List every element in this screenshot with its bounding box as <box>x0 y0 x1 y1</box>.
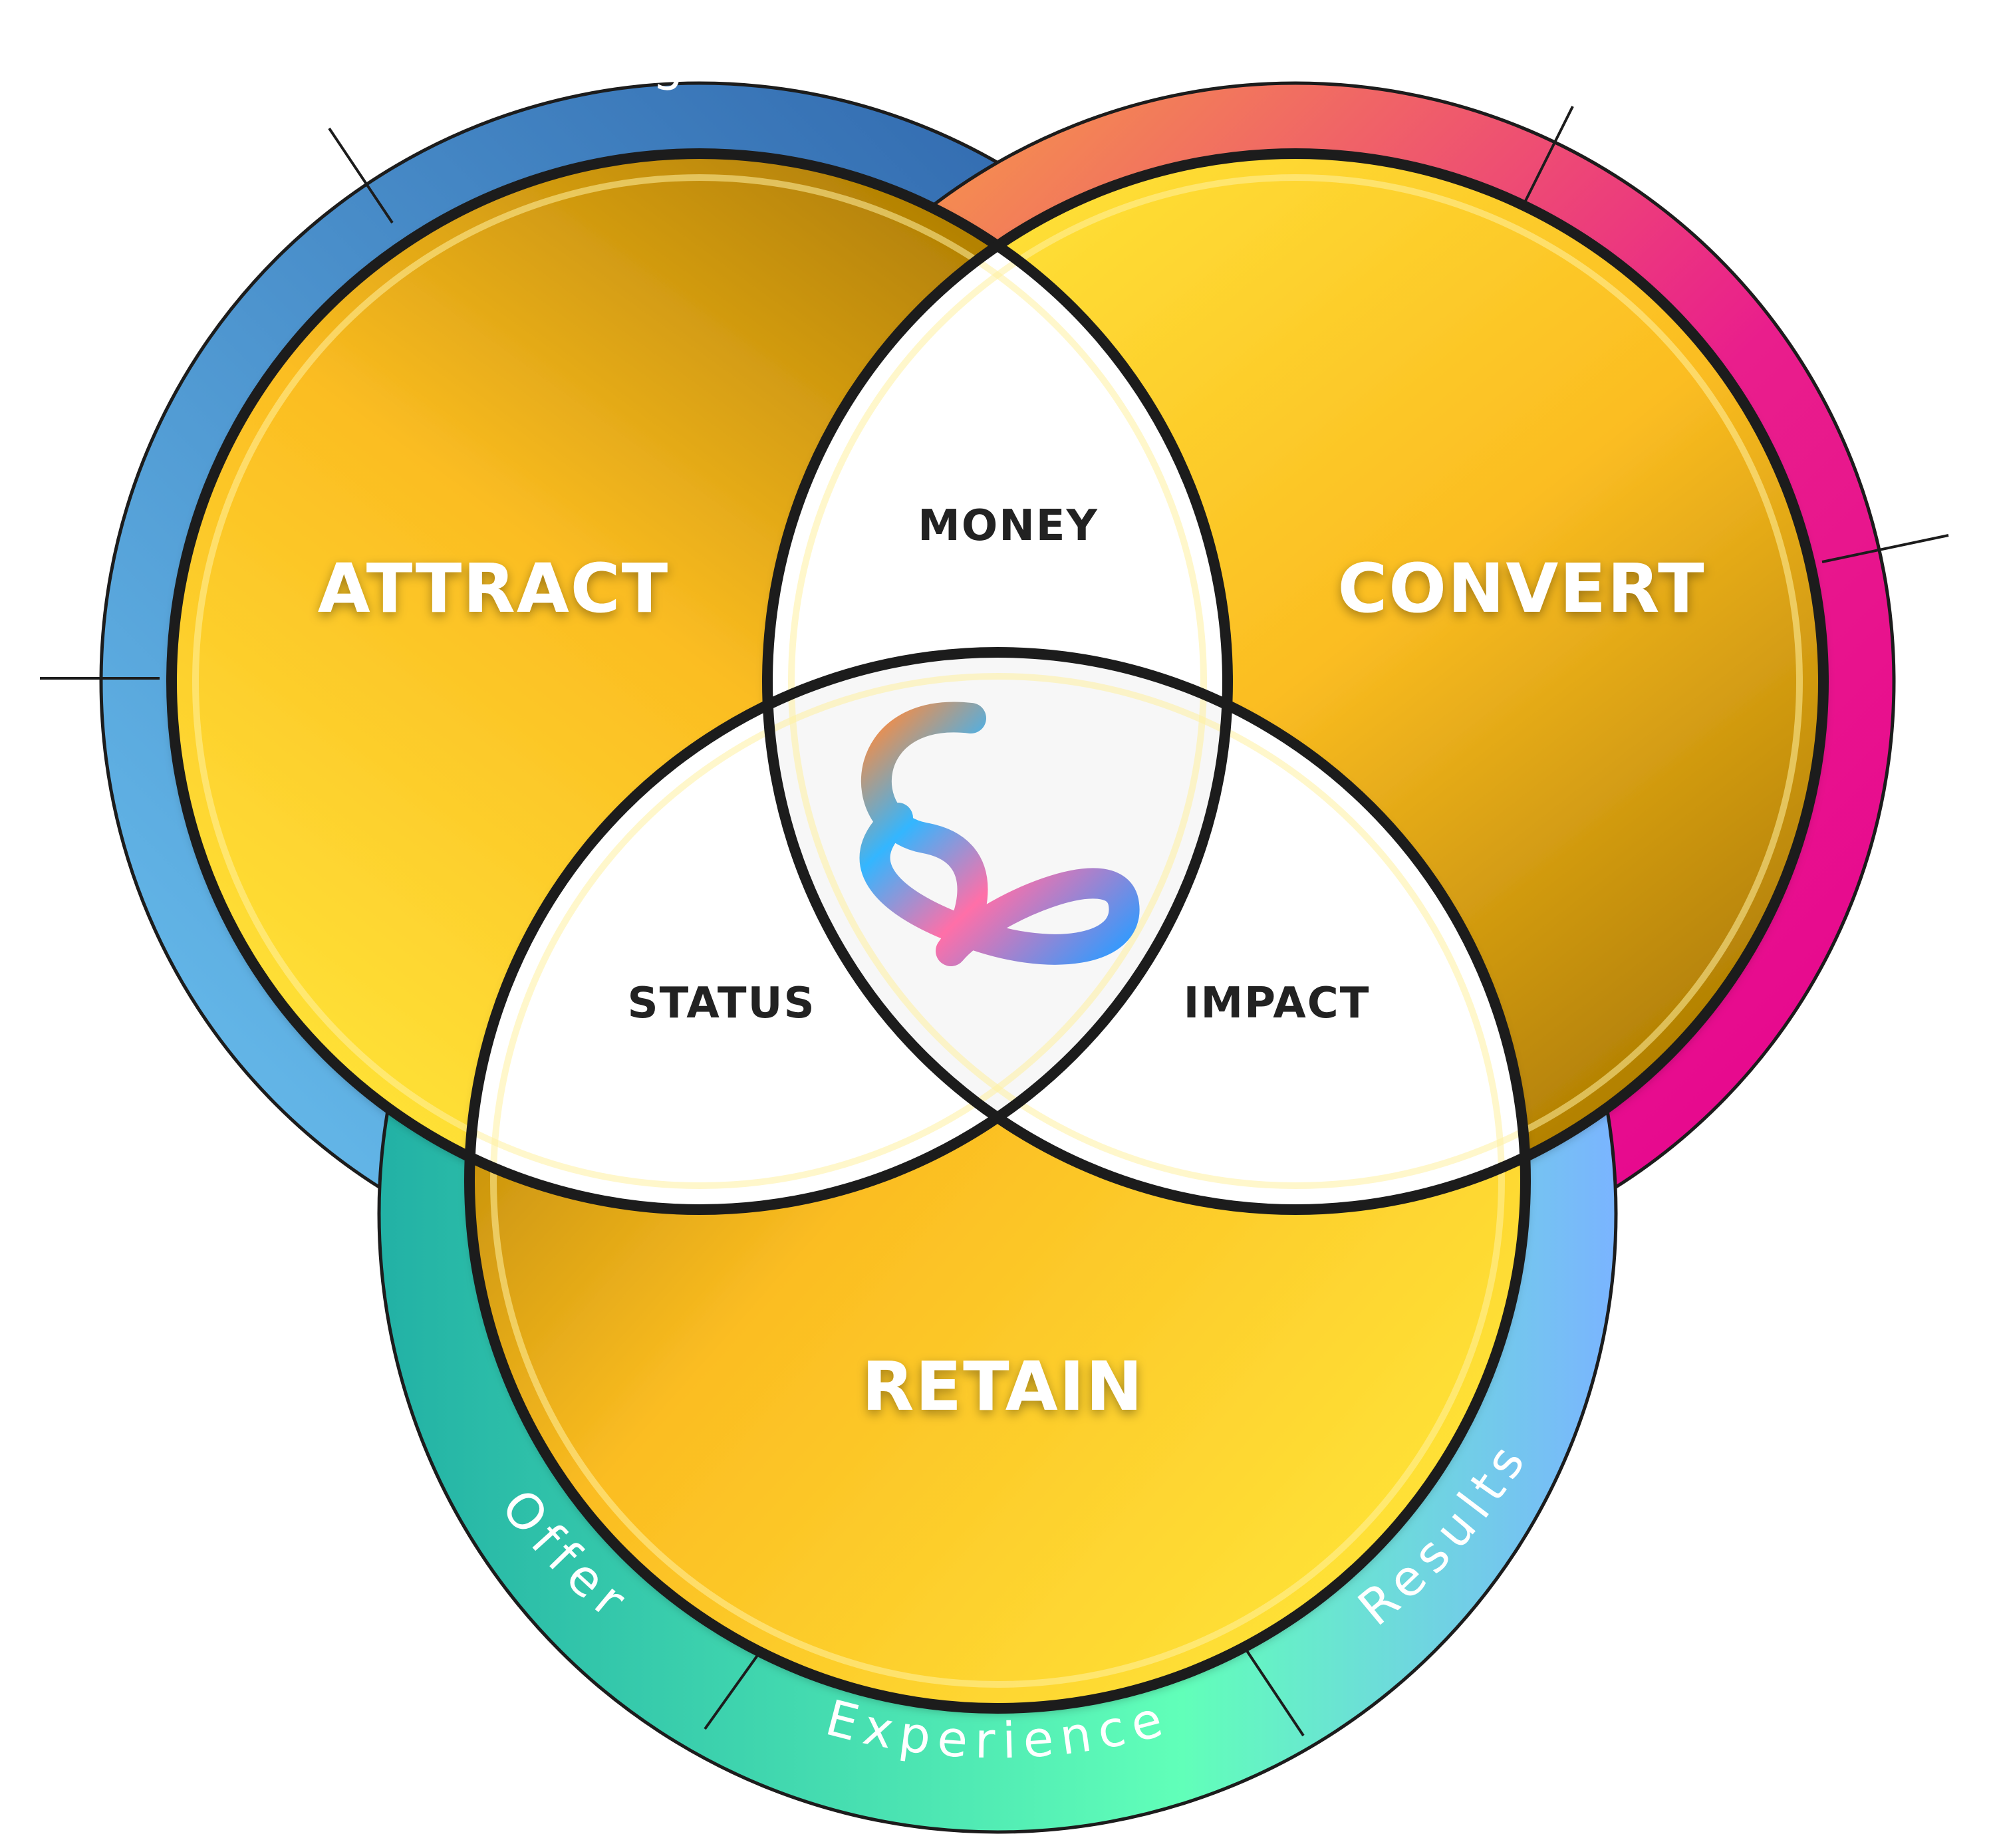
ring-label-setting: Setting <box>1170 6 1413 94</box>
circle-outlines <box>166 148 1829 1714</box>
ring-label-branding: Branding <box>0 708 120 1002</box>
retain-rim <box>490 673 1505 1688</box>
ring-divider <box>1821 534 1949 563</box>
retain-outline <box>464 647 1531 1714</box>
ring-divider <box>1236 1635 1305 1737</box>
infinity-loop-icon <box>859 702 1140 966</box>
impact-label: IMPACT <box>1184 979 1371 1028</box>
convert-label: CONVERT <box>1337 549 1705 628</box>
gold-rims <box>192 174 1803 1688</box>
ring-divider <box>328 127 394 224</box>
attract-label: ATTRACT <box>318 549 669 628</box>
retain-label: RETAIN <box>862 1347 1144 1426</box>
ring-label-nurturing: Nurturing <box>1887 644 1995 959</box>
convert-outline <box>762 148 1829 1215</box>
attract-rim <box>192 174 1207 1189</box>
ring-divider <box>1522 106 1574 207</box>
convert-rim <box>788 174 1803 1189</box>
attract-outline <box>166 148 1233 1215</box>
status-label: STATUS <box>627 979 815 1028</box>
money-label: MONEY <box>918 501 1099 551</box>
